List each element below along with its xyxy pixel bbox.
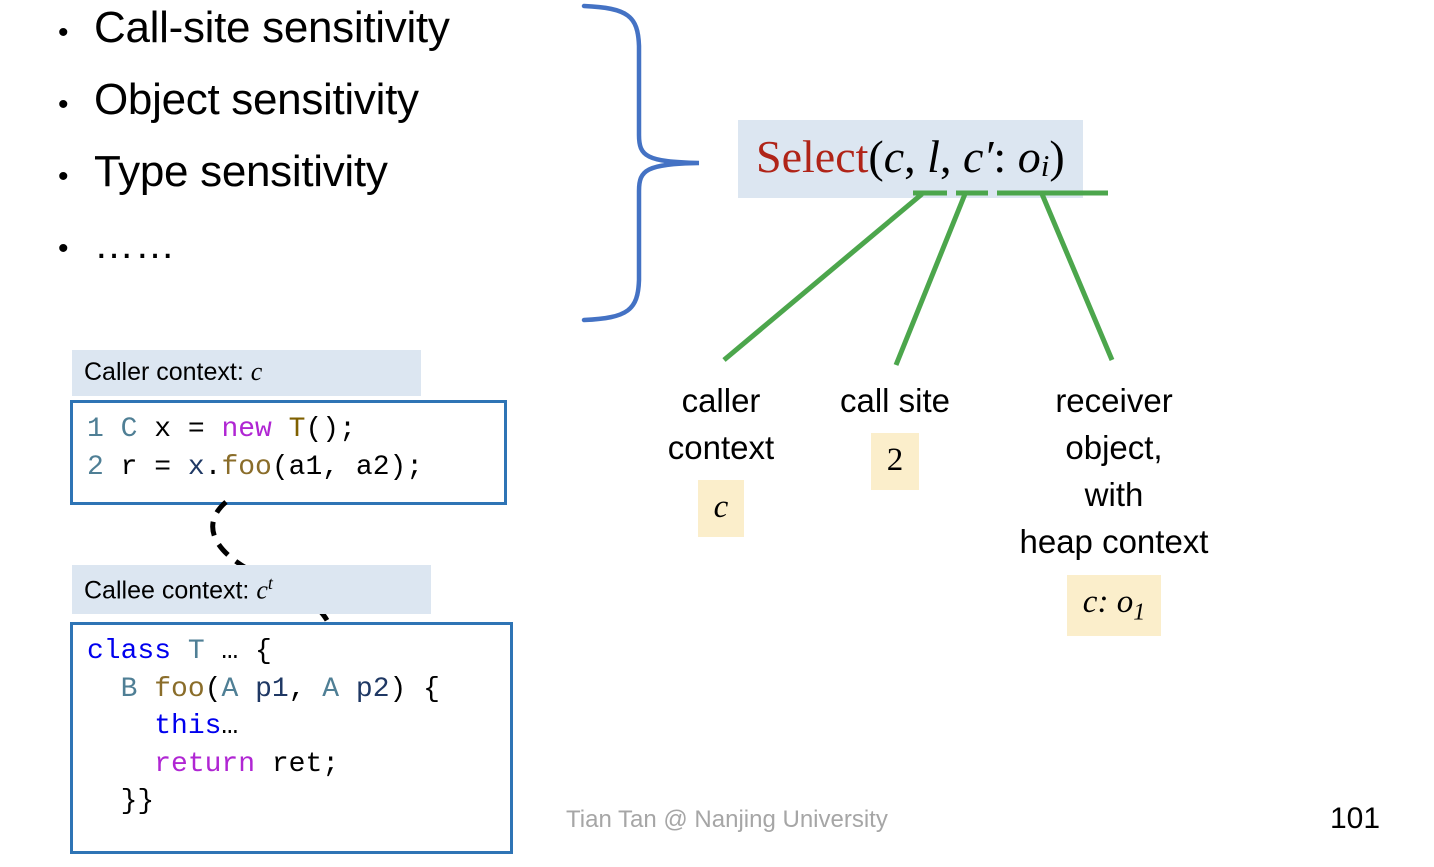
bullet-text: …… xyxy=(94,222,176,267)
code-type: A xyxy=(322,673,340,705)
annotation-value-call-site: 2 xyxy=(870,432,920,490)
connector-line-callsite xyxy=(893,193,968,366)
code-text: }} xyxy=(87,786,155,818)
receiver-value-colon: : xyxy=(1097,584,1117,621)
annotation-line: heap context xyxy=(1019,522,1209,560)
code-text: r = xyxy=(103,451,188,483)
code-constructor: T xyxy=(271,414,306,445)
connector-line-caller xyxy=(722,192,924,362)
annotation-value-caller-context: c xyxy=(697,479,745,537)
annotation-line: call site xyxy=(839,382,951,419)
receiver-value-object: o xyxy=(1116,584,1134,621)
line-number: 1 xyxy=(87,414,104,445)
select-arg-call-site: l xyxy=(927,131,940,182)
code-type: C xyxy=(120,414,138,445)
callee-context-superscript: t xyxy=(267,573,273,593)
select-separator: , xyxy=(939,131,963,182)
bullet-text: Object sensitivity xyxy=(94,74,419,124)
page-number: 101 xyxy=(1330,802,1381,835)
callee-context-variable: c xyxy=(256,575,268,605)
select-formula: Select(c, l, c′: oi) xyxy=(738,120,1083,199)
code-variable: x xyxy=(187,451,205,483)
list-item: • Object sensitivity xyxy=(58,74,598,126)
connector-line-receiver xyxy=(1039,193,1115,361)
code-type: B xyxy=(87,673,138,705)
bullet-text: Call-site sensitivity xyxy=(94,3,450,52)
bullet-marker-icon: • xyxy=(58,16,69,49)
code-keyword: this xyxy=(87,711,222,743)
caller-code-block: 1 C x = new T(); 2 r = x.foo(a1, a2); xyxy=(70,400,507,505)
select-function-name: Select xyxy=(756,131,869,182)
code-text: x = xyxy=(137,414,222,445)
callee-code-block: class T … { B foo(A p1, A p2) { this… re… xyxy=(70,622,513,854)
select-close-paren: ) xyxy=(1049,131,1065,182)
bullet-text: Type sensitivity xyxy=(94,146,388,196)
caller-context-variable: c xyxy=(250,357,263,386)
code-text: . xyxy=(204,451,222,483)
annotation-line: caller xyxy=(681,382,761,419)
bullet-marker-icon: • xyxy=(58,87,69,121)
code-text: … xyxy=(221,711,239,743)
select-arg-receiver-object: o xyxy=(1017,131,1041,182)
footer-credit: Tian Tan @ Nanjing University xyxy=(566,806,888,833)
select-separator: , xyxy=(904,131,928,182)
code-parameter: p2 xyxy=(339,673,390,705)
line-number: 2 xyxy=(87,451,104,483)
caller-context-label-text: Caller context: xyxy=(84,358,244,386)
code-parameter: p1 xyxy=(238,673,289,705)
bullet-marker-icon: • xyxy=(58,159,69,193)
callee-context-label-text: Callee context: xyxy=(84,576,250,605)
curly-brace-icon xyxy=(581,3,700,323)
callee-context-label: Callee context: ct xyxy=(72,565,431,615)
annotation-connector-lines xyxy=(722,190,1115,366)
select-open-paren: ( xyxy=(868,131,884,182)
code-type: A xyxy=(221,673,239,705)
annotation-line: receiver xyxy=(1055,382,1173,419)
code-method: foo xyxy=(137,673,205,705)
code-keyword: new xyxy=(221,414,272,445)
annotation-line: object, xyxy=(1065,428,1163,466)
select-arg-receiver-subscript: i xyxy=(1040,148,1050,184)
receiver-value-subscript: 1 xyxy=(1133,600,1146,627)
code-keyword: class xyxy=(87,636,172,667)
code-text: (a1, a2); xyxy=(271,451,424,483)
caller-context-label: Caller context: c xyxy=(72,350,421,396)
annotation-receiver-object: receiver object, with heap context c: o1 xyxy=(990,378,1238,637)
code-keyword: return xyxy=(87,748,256,780)
annotation-value-receiver-object: c: o1 xyxy=(1066,575,1162,637)
code-method: foo xyxy=(221,451,272,483)
code-text: ) { xyxy=(389,673,440,705)
list-item: • Type sensitivity xyxy=(58,146,598,198)
receiver-value-context: c xyxy=(1082,584,1098,621)
annotation-caller-context: caller context c xyxy=(640,378,802,537)
list-item: • Call-site sensitivity xyxy=(58,2,598,54)
list-item: • …… xyxy=(58,222,598,269)
annotation-call-site: call site 2 xyxy=(820,378,970,490)
select-arg-caller-context: c xyxy=(883,131,905,182)
bullet-list: • Call-site sensitivity • Object sensiti… xyxy=(58,2,598,289)
code-text: ret; xyxy=(255,748,340,780)
code-text: … { xyxy=(204,636,272,667)
code-text: (); xyxy=(305,414,356,445)
code-text: ( xyxy=(204,673,222,705)
annotation-line: context xyxy=(667,428,775,466)
code-type: T xyxy=(171,636,205,667)
bullet-marker-icon: • xyxy=(58,231,69,265)
code-text: , xyxy=(288,673,323,705)
select-colon: : xyxy=(993,131,1018,182)
select-arg-heap-context: c′ xyxy=(962,131,994,182)
annotation-line: with xyxy=(1084,475,1144,513)
